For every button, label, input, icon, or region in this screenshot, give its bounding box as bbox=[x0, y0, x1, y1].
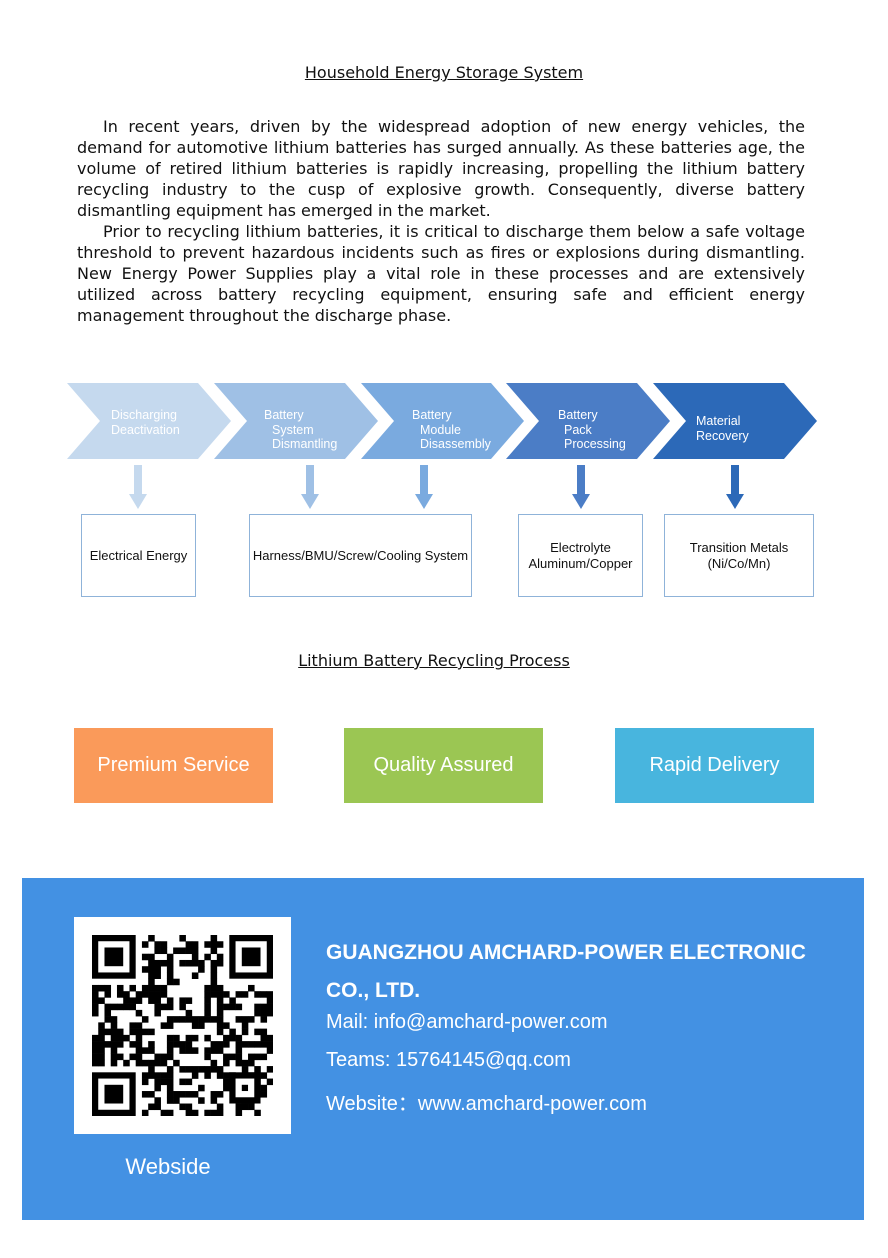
intro-paragraph-1: In recent years, driven by the widesprea… bbox=[77, 117, 805, 220]
process-caption: Lithium Battery Recycling Process bbox=[298, 651, 570, 670]
down-arrow-2 bbox=[301, 465, 319, 509]
step-chevron-2 bbox=[214, 383, 378, 459]
qr-code[interactable] bbox=[74, 917, 291, 1134]
process-arrows bbox=[67, 383, 817, 509]
company-name: GUANGZHOU AMCHARD-POWER ELECTRONIC CO., … bbox=[326, 941, 806, 1002]
contact-mail[interactable]: Mail: info@amchard-power.com bbox=[326, 1011, 608, 1033]
contact-teams[interactable]: Teams: 15764145@qq.com bbox=[326, 1049, 571, 1071]
document-title: Household Energy Storage System bbox=[304, 63, 584, 82]
qr-caption: Webside bbox=[125, 1154, 211, 1179]
step-label-3: Battery Module Disassembly bbox=[412, 408, 491, 451]
qr-code-icon bbox=[92, 935, 273, 1116]
intro-paragraph-2: Prior to recycling lithium batteries, it… bbox=[77, 222, 805, 325]
recycling-process-diagram: Discharging Deactivation Battery System … bbox=[0, 380, 888, 610]
step-label-4: Battery Pack Processing bbox=[558, 408, 626, 451]
step-chevron-3 bbox=[361, 383, 524, 459]
contact-footer: Webside GUANGZHOU AMCHARD-POWER ELECTRON… bbox=[22, 878, 864, 1220]
badge-quality-assured: Quality Assured bbox=[344, 728, 543, 803]
step-label-5: Material Recovery bbox=[696, 414, 749, 443]
contact-website[interactable]: Website：www.amchard-power.com bbox=[326, 1093, 647, 1115]
badge-rapid-delivery: Rapid Delivery bbox=[615, 728, 814, 803]
step-chevron-1 bbox=[67, 383, 231, 459]
badge-premium-service: Premium Service bbox=[74, 728, 273, 803]
down-arrow-1 bbox=[129, 465, 147, 509]
step-label-2: Battery System Dismantling bbox=[264, 408, 338, 451]
down-arrow-4 bbox=[572, 465, 590, 509]
down-arrow-5 bbox=[726, 465, 744, 509]
output-box-2: Harness/BMU/Screw/Cooling System bbox=[249, 514, 472, 597]
output-box-1: Electrical Energy bbox=[81, 514, 196, 597]
step-chevron-4 bbox=[506, 383, 670, 459]
down-arrow-3 bbox=[415, 465, 433, 509]
output-box-4: Transition Metals(Ni/Co/Mn) bbox=[664, 514, 814, 597]
step-chevron-5 bbox=[653, 383, 817, 459]
step-label-1: Discharging Deactivation bbox=[111, 408, 180, 437]
intro-text: In recent years, driven by the widesprea… bbox=[77, 116, 805, 326]
